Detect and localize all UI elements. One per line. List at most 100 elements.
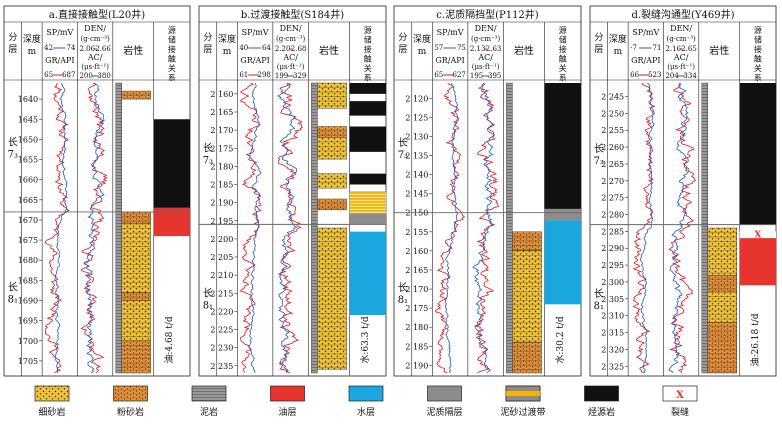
header-sp-label: SP/mV <box>242 28 269 37</box>
depth-label: 2 300 <box>601 278 624 287</box>
lith-sand <box>707 291 737 323</box>
legend-label-source: 烃源岩 <box>588 406 615 418</box>
header-den-label: DEN/ <box>670 24 692 33</box>
den-curve <box>80 82 108 374</box>
lith-mudstone-strip <box>506 82 513 374</box>
header-ac-max: 334 <box>683 72 697 80</box>
depth-label: 2 125 <box>405 113 428 122</box>
header-den-unit: (g·cm⁻³) <box>276 35 305 43</box>
header-gr-min: 65 <box>44 71 53 79</box>
lith-sand <box>121 223 151 293</box>
layer-label: 7₃ <box>203 156 213 167</box>
layer-label: 长 <box>203 143 213 155</box>
header-ac-unit: (μs·ft⁻¹) <box>667 63 695 71</box>
legend-swatch-sand <box>34 385 70 402</box>
header-den-min: 2.06 <box>79 45 95 53</box>
header-gr-label: GR/API <box>631 56 660 65</box>
depth-label: 1700 <box>18 337 38 346</box>
depth-label: 2 180 <box>210 162 233 171</box>
layer-label: 7₃ <box>594 156 604 167</box>
header-gr-max: 523 <box>648 71 661 79</box>
header-gr-max: 298 <box>257 71 270 79</box>
depth-label: 2 230 <box>210 344 233 353</box>
header-den-label: DEN/ <box>84 24 106 33</box>
layer-label: 长 <box>398 282 408 294</box>
header-strat: 层 <box>594 44 603 55</box>
depth-label: 2 145 <box>405 190 428 199</box>
panel-title: d.裂缝沟通型(Y469井) <box>631 8 734 21</box>
header-strat: 分 <box>398 32 407 43</box>
header-relation: 源 <box>559 26 567 35</box>
header-den-max: 2.66 <box>95 45 111 53</box>
depth-label: 2 275 <box>601 194 624 203</box>
header-den-min: 2.20 <box>275 45 291 53</box>
legend-item-sand: 细砂岩 <box>34 385 70 418</box>
header-ac-max: 380 <box>97 72 110 80</box>
lith-sand <box>317 82 347 109</box>
header-ac-min: 195 <box>470 72 483 80</box>
depth-label: 2 325 <box>601 362 624 371</box>
legend-label-fracture: 裂缝 <box>671 406 689 418</box>
depth-label: 2 190 <box>405 361 428 370</box>
depth-label: 2 290 <box>601 244 624 253</box>
relation-source <box>349 173 386 185</box>
lith-silt <box>707 322 737 374</box>
layer-label: 长 <box>8 136 18 148</box>
header-gr-min: 61 <box>239 71 248 79</box>
relation-source <box>349 83 386 94</box>
header-sp-label: SP/mV <box>632 28 659 37</box>
depth-label: 1665 <box>18 196 38 205</box>
depth-label: 1705 <box>18 357 38 366</box>
ac-curve <box>472 82 495 374</box>
lith-silt <box>121 292 151 301</box>
depth-label: 2 150 <box>405 209 428 218</box>
header-depth: 深度 <box>413 33 431 45</box>
layer-label: 7₃ <box>8 149 18 160</box>
layer-label: 8₁ <box>8 294 18 305</box>
header-sp-max: 64 <box>262 44 271 52</box>
header-strat: 分 <box>594 32 603 43</box>
header-relation: 关 <box>168 63 176 73</box>
ac-curve <box>277 82 298 373</box>
test-result: 油:4.68 t/d <box>163 316 175 364</box>
lith-silt <box>317 198 347 211</box>
header-relation: 储 <box>559 35 567 45</box>
layer-label: 长 <box>594 288 604 300</box>
layer-label: 8₁ <box>398 295 408 306</box>
header-ac-min: 200 <box>79 72 92 80</box>
depth-label: 1645 <box>18 115 38 124</box>
legend-label-transition: 泥砂过渡带 <box>500 406 545 418</box>
header-sp-min: -7 <box>630 44 637 52</box>
header-strat: 层 <box>203 44 212 55</box>
header-gr-label: GR/API <box>435 56 464 65</box>
header-ac-max: 329 <box>293 72 306 80</box>
legend-item-water: 水层 <box>348 385 384 418</box>
header-depth: m <box>28 47 37 57</box>
fracture-mark: X <box>754 231 761 241</box>
header-depth: m <box>223 47 232 57</box>
header-ac-max: 395 <box>488 72 501 80</box>
header-relation: 源 <box>364 26 372 35</box>
depth-label: 2 190 <box>210 199 233 208</box>
header-den-label: DEN/ <box>475 24 497 33</box>
header-relation: 系 <box>168 73 176 83</box>
header-gr-min: 66 <box>630 71 639 79</box>
depth-label: 1640 <box>18 95 38 104</box>
header-relation: 系 <box>754 73 762 83</box>
header-den-min: 2.16 <box>665 45 681 53</box>
relation-source <box>544 83 581 209</box>
legend-swatch-silt <box>113 385 148 402</box>
relation-transition <box>349 191 387 214</box>
header-sp-max: 71 <box>653 44 662 52</box>
header-gr-max: 627 <box>452 71 465 79</box>
depth-label: 2 170 <box>210 126 233 135</box>
fracture-mark: X <box>754 231 761 241</box>
legend-item-barrier: 泥质隔层 <box>426 385 463 418</box>
depth-label: 2 185 <box>405 342 428 351</box>
header-sp-max: 74 <box>67 44 76 52</box>
sp-curve <box>444 82 459 374</box>
legend-item-transition: 泥砂过渡带 <box>500 385 546 418</box>
